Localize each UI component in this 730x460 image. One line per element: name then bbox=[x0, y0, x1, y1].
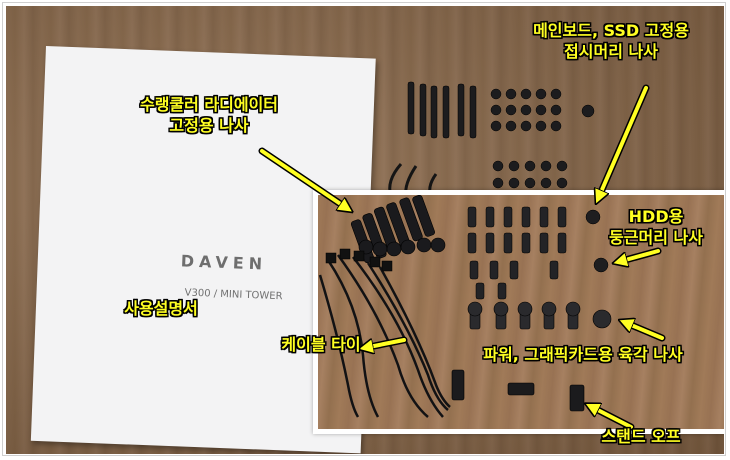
label-mainboard-ssd-screw-line1: 메인보드, SSD 고정용 bbox=[533, 21, 689, 40]
label-radiator-screw-line2: 고정용 나사 bbox=[169, 116, 249, 135]
label-mainboard-ssd-screw: 메인보드, SSD 고정용 접시머리 나사 bbox=[516, 20, 706, 62]
annotation-arrows bbox=[258, 84, 666, 431]
label-hdd-screw: HDD용 둥근머리 나사 bbox=[594, 206, 718, 248]
image-frame bbox=[2, 2, 726, 456]
label-hdd-screw-line2: 둥근머리 나사 bbox=[609, 228, 703, 247]
photo: DAVEN V300 / MINI TOWER bbox=[6, 6, 724, 454]
arrow-standoff bbox=[590, 406, 633, 429]
label-psu-gpu-screw: 파워, 그래픽카드용 육각 나사 bbox=[483, 345, 683, 364]
label-mainboard-ssd-screw-line2: 접시머리 나사 bbox=[564, 42, 658, 61]
arrow-radiator-screw bbox=[260, 149, 348, 209]
arrow-hdd-screw bbox=[618, 249, 660, 262]
label-standoff: 스탠드 오프 bbox=[601, 427, 681, 446]
arrow-mainboard-screw bbox=[598, 86, 648, 199]
inset-parts bbox=[318, 195, 612, 418]
label-radiator-screw-line1: 수랭쿨러 라디에이터 bbox=[139, 95, 279, 114]
label-radiator-screw: 수랭쿨러 라디에이터 고정용 나사 bbox=[114, 94, 304, 136]
label-hdd-screw-line1: HDD용 bbox=[628, 207, 684, 226]
label-cable-tie: 케이블 타이 bbox=[281, 335, 361, 354]
arrow-cable-tie bbox=[364, 338, 406, 348]
zoomed-inset-photo bbox=[313, 190, 724, 434]
arrow-hex-screw bbox=[624, 322, 664, 340]
label-manual: 사용설명서 bbox=[124, 299, 198, 318]
